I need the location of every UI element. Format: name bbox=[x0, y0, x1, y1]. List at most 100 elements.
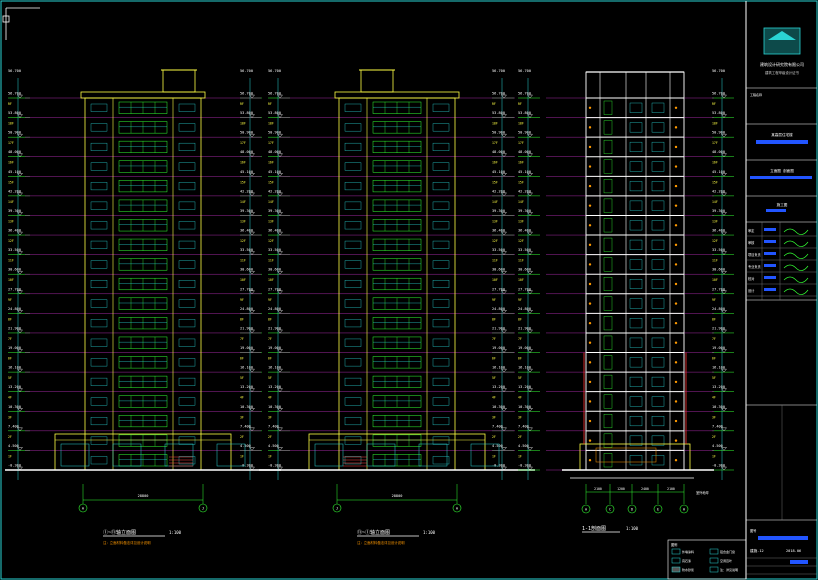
e1-left-level-mark bbox=[17, 251, 23, 255]
e2-right-top-level: 56.700 bbox=[492, 69, 505, 73]
section-door bbox=[603, 277, 613, 291]
e1-left-level-text: 10.300 bbox=[8, 405, 21, 409]
axis-bubble bbox=[198, 503, 208, 513]
e1-right-level-mark bbox=[249, 153, 255, 158]
e2-left-level-mark bbox=[277, 94, 283, 99]
sect-left-level-text: 39.300 bbox=[518, 209, 531, 213]
section-marker bbox=[674, 361, 678, 364]
section-marker bbox=[588, 165, 592, 168]
side-window bbox=[178, 280, 196, 288]
side-window bbox=[432, 162, 450, 171]
sect-right-level-mark bbox=[721, 114, 727, 118]
section-marker bbox=[674, 341, 678, 344]
section-door bbox=[603, 296, 613, 311]
e1-right-level-mark bbox=[249, 231, 255, 236]
side-window bbox=[90, 123, 108, 132]
section-window bbox=[651, 455, 665, 466]
legend-swatch bbox=[671, 548, 681, 555]
signature-scribble bbox=[783, 228, 809, 235]
side-window bbox=[90, 201, 108, 210]
section-door bbox=[603, 218, 613, 233]
section-scale: 1:100 bbox=[626, 526, 639, 531]
e1-left-floor-text: 7F bbox=[8, 337, 12, 341]
section-marker bbox=[588, 459, 592, 462]
sect-left-level-text: 4.500 bbox=[518, 444, 529, 448]
e2-left-floor-text: 13F bbox=[268, 219, 274, 223]
section-axis-label: A bbox=[585, 508, 587, 512]
section-dim-text: 2400 bbox=[641, 487, 649, 491]
e1-left-level-mark bbox=[17, 310, 23, 314]
side-window bbox=[90, 103, 108, 112]
section-marker bbox=[588, 400, 592, 403]
sect-left-level-text: 45.100 bbox=[518, 170, 531, 174]
e1-right-floor-text: 5F bbox=[240, 376, 244, 380]
e1-left-level-text: -0.300 bbox=[8, 464, 21, 468]
e1-right-level-mark bbox=[249, 388, 255, 392]
stair-tower bbox=[360, 69, 394, 93]
side-window bbox=[432, 201, 450, 210]
span-dimension-text: 28800 bbox=[392, 494, 403, 498]
e1-right-level-text: 24.800 bbox=[240, 307, 253, 311]
side-window bbox=[90, 142, 108, 151]
sect-left-floor-text: 12F bbox=[518, 239, 524, 243]
e2-left-level-text: 36.400 bbox=[268, 229, 281, 233]
sect-left-level-text: 13.200 bbox=[518, 385, 531, 389]
section-marker bbox=[674, 263, 678, 266]
e2-left-level-mark bbox=[277, 212, 283, 216]
sect-left-level-text: 36.400 bbox=[518, 229, 531, 233]
e1-right-level-mark bbox=[249, 408, 255, 412]
e2-left-level-mark bbox=[277, 271, 283, 275]
side-window bbox=[344, 123, 362, 132]
sect-left-floor-text: 7F bbox=[518, 337, 522, 341]
e2-left-level-text: -0.300 bbox=[268, 464, 281, 468]
sect-left-floor-text: 14F bbox=[518, 200, 524, 204]
legend-item: 真石漆 bbox=[682, 558, 691, 563]
side-window bbox=[178, 182, 196, 191]
legend-item: 外墙涂料 bbox=[682, 549, 694, 554]
section-marker bbox=[588, 361, 592, 364]
section-marker bbox=[674, 243, 678, 247]
section-window bbox=[651, 337, 665, 348]
sect-right-level-text: 10.300 bbox=[712, 405, 725, 409]
e2-right-floor-text: 6F bbox=[492, 357, 496, 361]
sect-left-level-mark bbox=[527, 329, 533, 334]
e1-left-floor-text: 10F bbox=[8, 278, 14, 282]
e1-left-level-mark bbox=[17, 466, 23, 471]
sect-left-floor-text: 16F bbox=[518, 161, 524, 165]
section-window bbox=[651, 102, 665, 113]
e1-left-floor-text: 15F bbox=[8, 180, 14, 184]
e1-left-level-mark bbox=[17, 368, 23, 373]
sect-left-floor-text: 18F bbox=[518, 122, 524, 126]
section-marker bbox=[588, 282, 592, 286]
sect-right-level-mark bbox=[721, 192, 727, 197]
section-marker bbox=[674, 145, 678, 149]
e2-right-level-text: 16.100 bbox=[492, 366, 505, 370]
e1-left-level-text: 30.600 bbox=[8, 268, 21, 272]
e2-left-level-mark bbox=[277, 251, 283, 255]
sect-right-floor-text: 14F bbox=[712, 200, 718, 204]
sect-left-floor-text: 4F bbox=[518, 396, 522, 400]
e2-left-floor-text: 9F bbox=[268, 298, 272, 302]
section-marker bbox=[674, 302, 678, 305]
e2-right-level-mark bbox=[501, 271, 507, 275]
section-window bbox=[651, 220, 665, 231]
e1-left-level-mark bbox=[17, 94, 23, 99]
e1-right-level-mark bbox=[249, 192, 255, 197]
section-dim-text: 2100 bbox=[594, 487, 602, 491]
section-marker bbox=[674, 204, 678, 207]
signature-role: 审定 bbox=[748, 228, 755, 233]
axis-bubble bbox=[78, 503, 88, 513]
drawing-name: 立面图 剖面图 bbox=[770, 168, 794, 173]
section-window bbox=[629, 181, 643, 192]
e2-right-floor-text: 3F bbox=[492, 415, 496, 419]
side-window bbox=[344, 397, 362, 406]
section-window bbox=[629, 435, 643, 446]
axis-bubble bbox=[332, 503, 342, 513]
e1-left-level-mark bbox=[17, 329, 23, 334]
e1-left-level-text: 33.500 bbox=[8, 248, 21, 252]
e2-left-floor-text: 5F bbox=[268, 376, 272, 380]
side-window bbox=[344, 221, 362, 230]
e1-right-level-text: 45.100 bbox=[240, 170, 253, 174]
sect-left-level-mark bbox=[527, 368, 533, 373]
sect-left-level-mark bbox=[527, 310, 533, 314]
